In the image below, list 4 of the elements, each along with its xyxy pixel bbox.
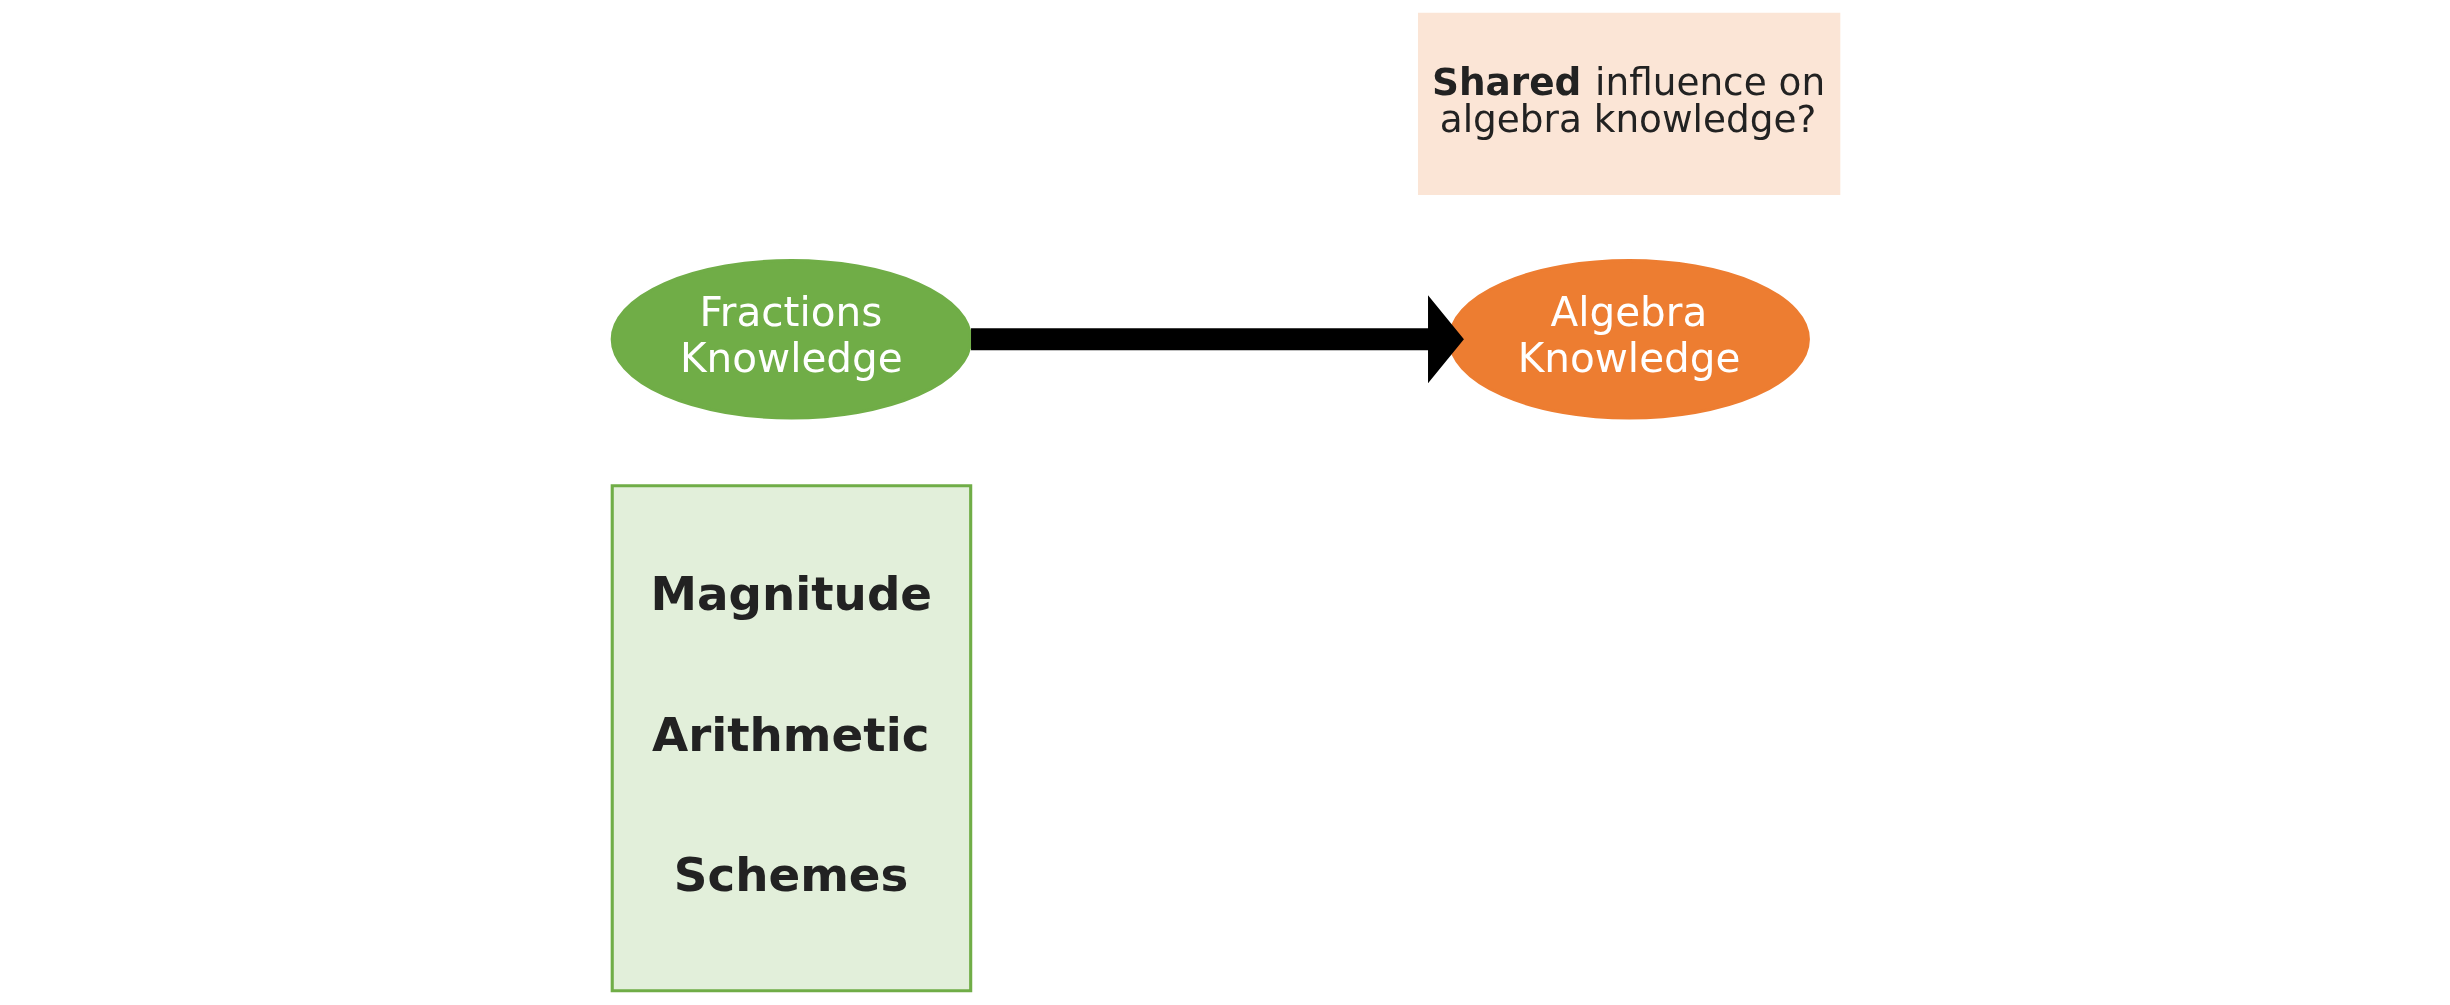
arrow [970, 295, 1464, 384]
node-box: Magnitude Arithmetic Schemes [610, 484, 972, 993]
node-box: Shared influence on algebra knowledge? [1417, 12, 1840, 196]
node-ellipse: Fractions Knowledge [610, 259, 972, 420]
